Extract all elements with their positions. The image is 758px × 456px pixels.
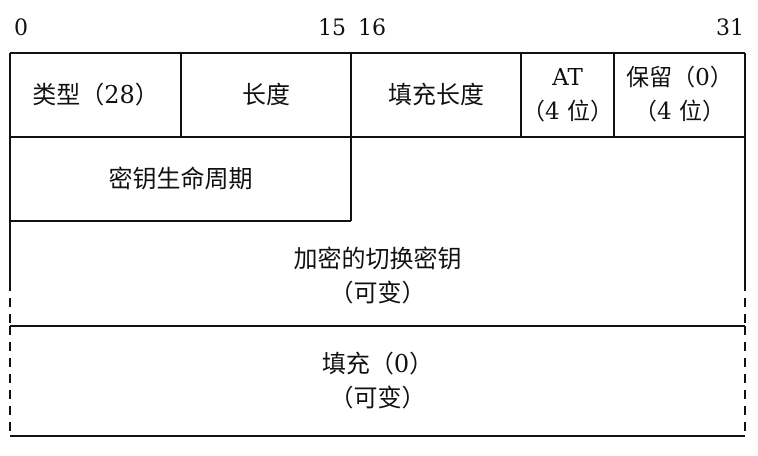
- bit-label-16: 16: [358, 16, 386, 41]
- field-padding-length-label: 填充长度: [388, 81, 484, 109]
- field-type: 类型（28）: [10, 53, 181, 137]
- field-type-label: 类型（28）: [32, 81, 159, 109]
- field-key-lifetime: 密钥生命周期: [10, 137, 351, 221]
- field-reserved-label: 保留（0）: [626, 65, 733, 91]
- field-encrypted-key-label: 加密的切换密钥: [293, 245, 462, 273]
- field-padding-size: （可变）: [329, 384, 426, 412]
- field-padding-length: 填充长度: [351, 53, 521, 137]
- bit-label-15: 15: [318, 16, 346, 41]
- field-encrypted-key-size: （可变）: [329, 279, 426, 307]
- field-key-lifetime-label: 密钥生命周期: [108, 165, 253, 193]
- field-padding-label: 填充（0）: [321, 350, 434, 378]
- field-encrypted-key: 加密的切换密钥 （可变）: [10, 226, 745, 326]
- field-reserved: 保留（0） （4 位）: [614, 53, 745, 137]
- field-padding: 填充（0） （可变）: [10, 331, 745, 431]
- bit-label-0: 0: [14, 16, 28, 41]
- field-at: AT （4 位）: [521, 53, 614, 137]
- bit-label-31: 31: [716, 16, 744, 41]
- field-at-label: AT: [552, 65, 583, 91]
- field-at-size: （4 位）: [522, 99, 613, 125]
- field-reserved-size: （4 位）: [634, 99, 725, 125]
- field-length-label: 长度: [242, 81, 290, 109]
- field-length: 长度: [181, 53, 351, 137]
